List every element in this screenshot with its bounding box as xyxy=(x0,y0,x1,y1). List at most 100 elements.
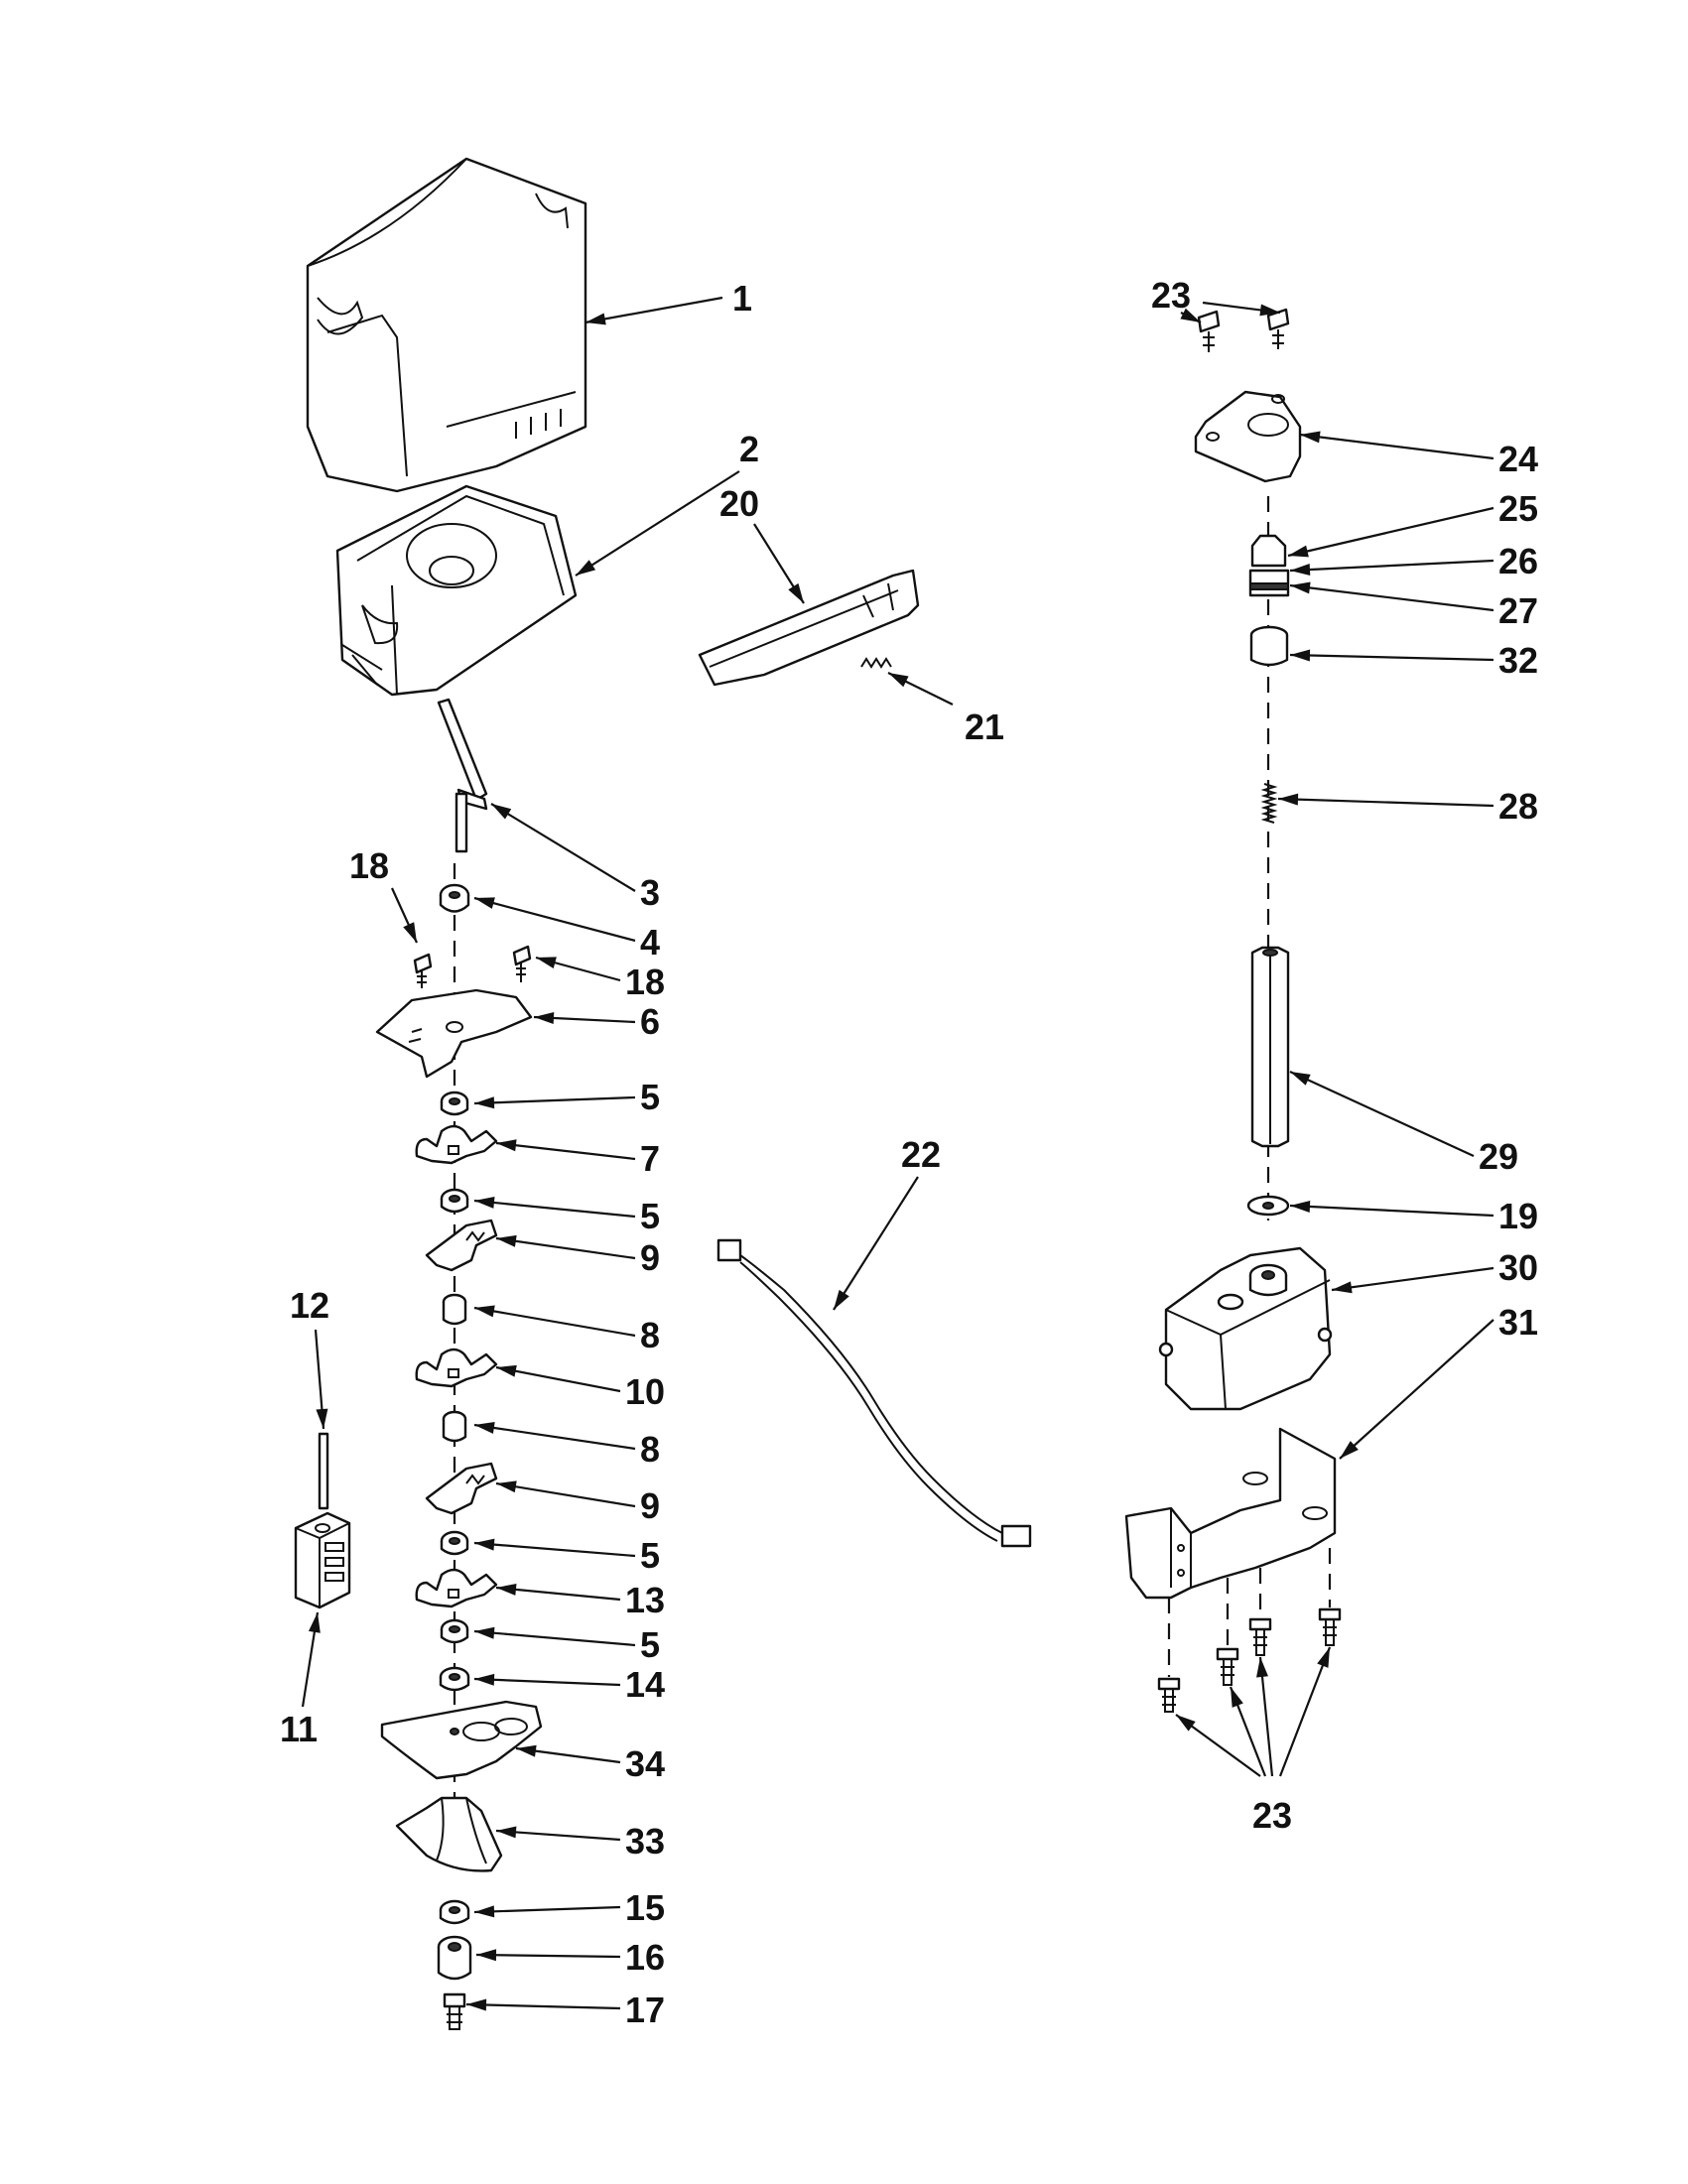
leader-line-5 xyxy=(473,896,636,943)
chute-door xyxy=(698,569,920,687)
callout-27: 27 xyxy=(1498,590,1538,631)
callout-5d: 5 xyxy=(640,1624,660,1665)
leader-line-32 xyxy=(1287,506,1494,558)
auger-crank xyxy=(437,698,488,853)
bracket-24 xyxy=(1194,390,1302,483)
leader-arrowhead-29 xyxy=(1259,304,1280,317)
washer-5b xyxy=(440,1188,469,1214)
leader-arrowhead-4 xyxy=(491,804,512,820)
leader-line-13 xyxy=(473,1306,636,1338)
callout-26: 26 xyxy=(1498,541,1538,581)
leader-line-37 xyxy=(1289,1071,1475,1157)
callout-29: 29 xyxy=(1479,1136,1518,1177)
callout-22: 22 xyxy=(901,1134,941,1175)
leader-arrowhead-24 xyxy=(476,1949,497,1962)
leader-line-17 xyxy=(473,1541,636,1558)
wire-harness xyxy=(716,1238,1032,1548)
callout-14: 14 xyxy=(625,1664,665,1705)
leader-line-19 xyxy=(473,1629,636,1647)
washer-5a xyxy=(440,1091,469,1116)
leader-arrowhead-9 xyxy=(474,1096,495,1109)
callout-21: 21 xyxy=(965,707,1004,747)
leader-arrowhead-22 xyxy=(496,1826,517,1839)
callout-4: 4 xyxy=(640,922,660,963)
leader-arrowhead-14 xyxy=(496,1364,517,1377)
leader-line-33 xyxy=(1289,559,1494,573)
callout-8a: 8 xyxy=(640,1315,660,1355)
screw-23-top-left xyxy=(1197,310,1221,352)
leader-line-18 xyxy=(495,1586,621,1602)
callout-23-bottom: 23 xyxy=(1252,1795,1292,1836)
leader-line-10 xyxy=(495,1141,636,1161)
callout-9a: 9 xyxy=(640,1237,660,1278)
callout-12: 12 xyxy=(290,1285,329,1326)
callout-18-left: 18 xyxy=(349,845,389,886)
leader-line-40 xyxy=(1339,1319,1494,1460)
leader-line-16 xyxy=(495,1481,636,1508)
callout-6: 6 xyxy=(640,1001,660,1042)
callout-10: 10 xyxy=(625,1371,665,1412)
leader-line-11 xyxy=(473,1199,636,1219)
leader-line-9 xyxy=(473,1095,636,1105)
leader-line-25 xyxy=(465,2002,621,2010)
crusher-housing xyxy=(335,484,578,697)
ice-bucket xyxy=(306,157,587,493)
spacer-8a xyxy=(442,1293,467,1326)
crusher-blade-7 xyxy=(415,1124,498,1165)
leader-arrowhead-11 xyxy=(474,1196,495,1209)
motor-bracket xyxy=(1124,1427,1337,1600)
sleeve-32 xyxy=(1249,625,1289,667)
leader-arrowhead-27 xyxy=(308,1612,321,1633)
leader-arrowhead-38 xyxy=(1290,1200,1311,1213)
callout-30: 30 xyxy=(1498,1247,1538,1288)
leader-arrowhead-37 xyxy=(1290,1072,1311,1086)
leader-arrowhead-19 xyxy=(474,1626,495,1639)
callout-24: 24 xyxy=(1498,439,1538,479)
leader-line-43 xyxy=(1258,1656,1274,1777)
callout-28: 28 xyxy=(1498,786,1538,827)
leader-arrowhead-12 xyxy=(496,1234,517,1247)
callout-16: 16 xyxy=(625,1937,665,1978)
screw-23-bottom-4 xyxy=(1318,1607,1342,1646)
leader-arrowhead-6 xyxy=(403,922,417,943)
pin-12 xyxy=(318,1432,329,1510)
callout-18-right: 18 xyxy=(625,962,665,1002)
screw-23-bottom-2 xyxy=(1216,1647,1239,1686)
leader-arrowhead-13 xyxy=(474,1305,495,1318)
callout-2: 2 xyxy=(739,429,759,469)
leader-line-38 xyxy=(1289,1204,1494,1218)
callout-labels: 1 2 20 21 3 4 18 18 6 5 7 5 9 8 10 8 9 5… xyxy=(280,275,1538,2030)
callout-25: 25 xyxy=(1498,488,1538,529)
leader-arrowhead-26 xyxy=(316,1408,328,1429)
leader-arrowhead-32 xyxy=(1288,545,1309,558)
callout-11: 11 xyxy=(280,1709,318,1749)
spacer-8b xyxy=(442,1410,467,1443)
screw-17 xyxy=(443,1992,466,2030)
leader-arrowhead-34 xyxy=(1290,581,1311,594)
coupler-16 xyxy=(437,1935,472,1981)
spring-28 xyxy=(1260,783,1278,824)
leader-arrowhead-7 xyxy=(536,957,557,969)
leader-arrowhead-10 xyxy=(496,1139,517,1152)
leader-line-36 xyxy=(1277,797,1494,808)
leader-arrowhead-43 xyxy=(1256,1657,1268,1678)
callout-5a: 5 xyxy=(640,1077,660,1117)
screw-18-left xyxy=(413,953,433,988)
callout-3: 3 xyxy=(640,872,660,913)
washer-14 xyxy=(439,1666,470,1692)
leader-arrowhead-5 xyxy=(474,897,495,909)
leader-arrowhead-25 xyxy=(466,1998,487,2011)
leader-line-20 xyxy=(473,1677,621,1687)
screw-23-bottom-3 xyxy=(1248,1617,1272,1656)
leader-arrowhead-8 xyxy=(534,1011,555,1024)
crusher-plate xyxy=(380,1700,543,1780)
callout-33: 33 xyxy=(625,1821,665,1862)
leader-arrowhead-33 xyxy=(1290,564,1311,577)
leader-line-12 xyxy=(495,1236,636,1260)
leader-line-28 xyxy=(833,1176,919,1311)
callout-8b: 8 xyxy=(640,1429,660,1470)
leader-arrowhead-1 xyxy=(576,560,596,576)
crusher-blade-13 xyxy=(415,1568,498,1608)
leader-arrowhead-36 xyxy=(1278,793,1299,806)
